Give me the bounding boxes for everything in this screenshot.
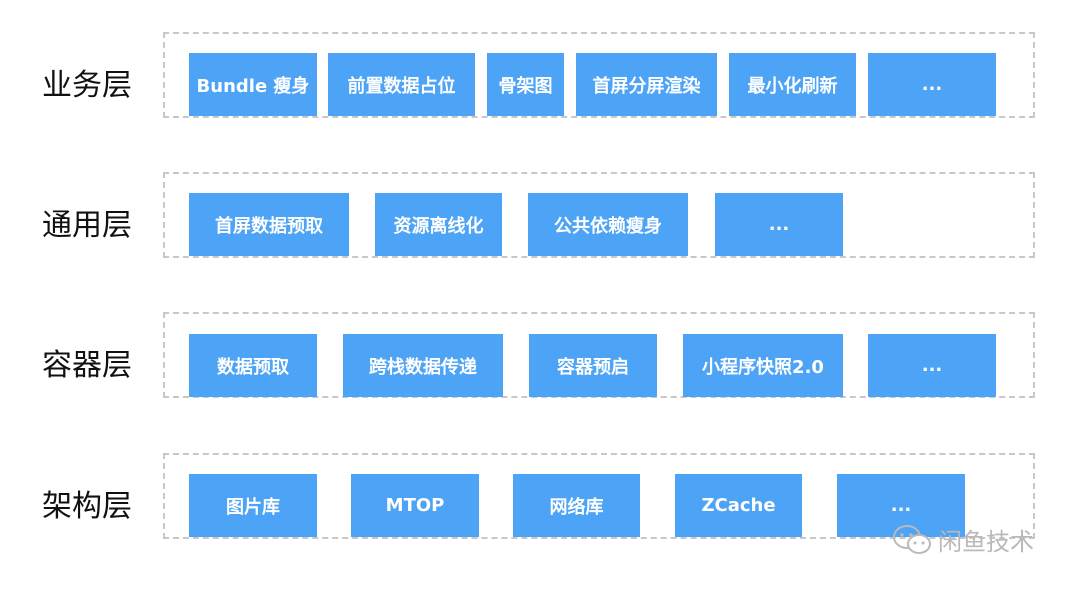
layer-item: 网络库: [513, 474, 640, 537]
layer-item: 公共依赖瘦身: [528, 193, 688, 256]
layer-item: 前置数据占位: [328, 53, 475, 116]
layer-item: ZCache: [675, 474, 802, 537]
layer-label: 通用层: [42, 208, 132, 243]
watermark-text: 闲鱼技术: [938, 528, 1034, 556]
layer-item: 骨架图: [487, 53, 564, 116]
layer-item: ...: [715, 193, 843, 256]
layer-frame: [163, 453, 1035, 539]
layer-label: 容器层: [42, 348, 132, 383]
layer-item: 首屏数据预取: [189, 193, 349, 256]
layer-item: ...: [868, 334, 996, 397]
layer-frame: [163, 172, 1035, 258]
layer-frame: [163, 32, 1035, 118]
layer-item: 数据预取: [189, 334, 317, 397]
layer-label: 架构层: [42, 489, 132, 524]
layer-item: 资源离线化: [375, 193, 502, 256]
watermark: 闲鱼技术: [892, 522, 1034, 557]
layer-item: ...: [837, 474, 965, 537]
layer-item: ...: [868, 53, 996, 116]
layer-item: Bundle 瘦身: [189, 53, 317, 116]
layer-item: 跨栈数据传递: [343, 334, 503, 397]
layer-item: 最小化刷新: [729, 53, 856, 116]
layer-frame: [163, 312, 1035, 398]
layer-label: 业务层: [42, 68, 132, 103]
layer-item: 图片库: [189, 474, 317, 537]
layer-item: MTOP: [351, 474, 479, 537]
layer-item: 容器预启: [529, 334, 657, 397]
layer-item: 小程序快照2.0: [683, 334, 843, 397]
wechat-icon: [893, 524, 931, 554]
layer-item: 首屏分屏渲染: [576, 53, 717, 116]
